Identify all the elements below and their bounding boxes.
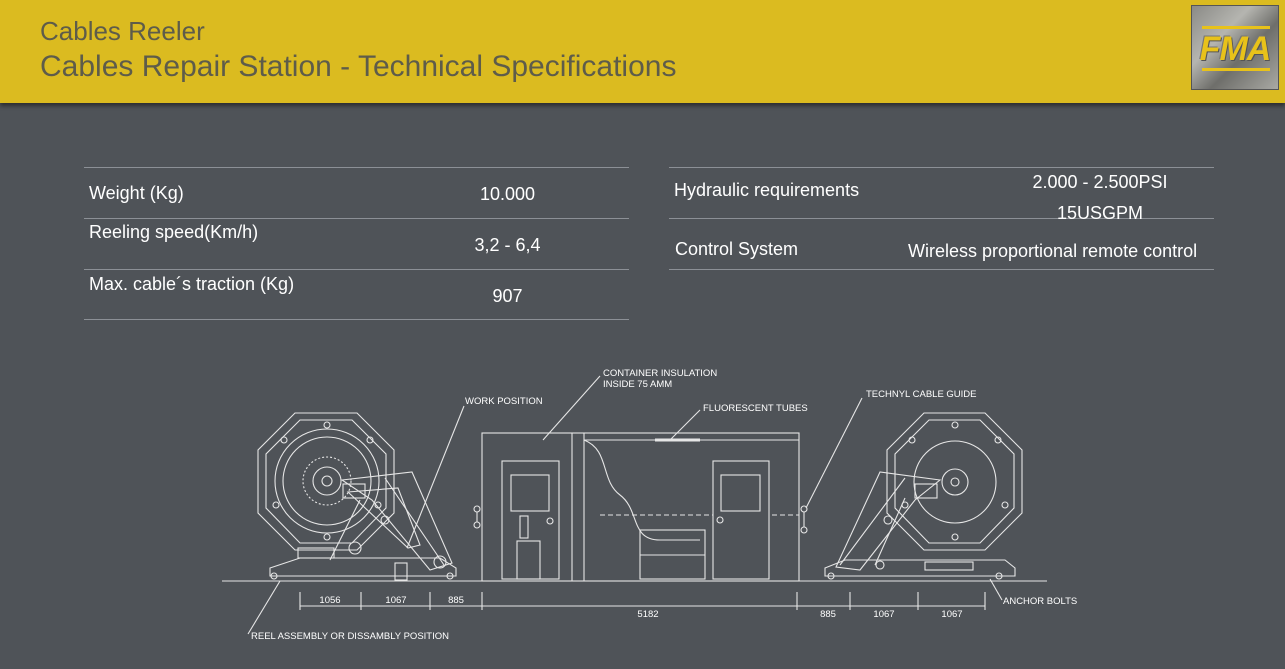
- table-rule: [669, 167, 1214, 168]
- table-rule: [84, 218, 629, 219]
- spec-label-max-traction: Max. cable´s traction (Kg): [89, 274, 295, 294]
- logo-stripe-bottom: [1202, 68, 1270, 71]
- drawing-lines: [222, 375, 1047, 635]
- label-container-insulation-2: INSIDE 75 AMM: [603, 379, 672, 390]
- logo-stripe-top: [1202, 26, 1270, 29]
- container-door-right: [712, 460, 770, 580]
- spec-value-max-traction: 907: [492, 286, 523, 306]
- left-reel-drum-inner: [282, 436, 372, 526]
- left-reel-octagon: [257, 412, 395, 551]
- left-reel-arm: [340, 471, 453, 571]
- spec-value-hydraulic-pressure: 2.000 - 2.500PSI: [1032, 172, 1168, 192]
- right-reel: [824, 412, 1023, 580]
- left-reel: [257, 412, 457, 581]
- dimension-label: 1067: [385, 595, 406, 606]
- dimension-labels: 1056 1067 885 5182 885 1067 1067: [319, 595, 962, 620]
- label-work-position: WORK POSITION: [465, 396, 543, 407]
- leader-lines: [247, 375, 1003, 635]
- container-cutaway: [583, 439, 700, 541]
- label-container-insulation-1: CONTAINER INSULATION: [603, 368, 717, 379]
- container: [481, 432, 800, 582]
- label-anchor-bolts: ANCHOR BOLTS: [1003, 596, 1077, 607]
- table-rule: [84, 167, 629, 168]
- table-rule: [84, 269, 629, 270]
- label-technyl-cable-guide: TECHNYL CABLE GUIDE: [866, 389, 977, 400]
- dimension-lines: [299, 592, 986, 610]
- dimension-label: 885: [820, 609, 836, 620]
- table-rule: [669, 218, 1214, 219]
- left-cable-guide: [473, 505, 481, 529]
- left-reel-axle: [321, 475, 333, 487]
- right-reel-arm: [835, 471, 942, 571]
- spec-label-weight: Weight (Kg): [89, 183, 184, 203]
- dimension-label: 1056: [319, 595, 340, 606]
- right-reel-hub: [941, 468, 969, 496]
- right-cable-guide: [800, 505, 808, 534]
- container-outline: [481, 432, 800, 582]
- page-title: Cables Reeler: [40, 16, 205, 46]
- right-reel-octagon-inner: [894, 419, 1015, 544]
- spec-label-reeling-speed: Reeling speed(Km/h): [89, 222, 259, 242]
- spec-label-control-system: Control System: [675, 239, 799, 259]
- left-reel-hub: [312, 466, 342, 496]
- right-reel-drum: [913, 440, 997, 524]
- right-reel-octagon: [886, 412, 1023, 551]
- fma-logo: FMA: [1191, 5, 1279, 90]
- dimension-label: 5182: [637, 609, 658, 620]
- spec-value-reeling-speed: 3,2 - 6,4: [474, 235, 541, 255]
- table-rule: [84, 319, 629, 320]
- right-reel-base: [824, 559, 1016, 577]
- dimension-label: 1067: [941, 609, 962, 620]
- label-reel-assembly: REEL ASSEMBLY OR DISSAMBLY POSITION: [251, 631, 449, 642]
- drawing-annotations: WORK POSITION CONTAINER INSULATION INSID…: [251, 368, 1077, 642]
- spec-label-hydraulic: Hydraulic requirements: [674, 180, 860, 200]
- label-fluorescent-tubes: FLUORESCENT TUBES: [703, 403, 808, 414]
- left-reel-drum: [274, 428, 380, 534]
- spec-value-hydraulic-flow: 15USGPM: [1056, 203, 1144, 223]
- page-subtitle: Cables Repair Station - Technical Specif…: [40, 50, 677, 83]
- spec-value-control-system: Wireless proportional remote control: [908, 241, 1198, 261]
- spec-value-weight: 10.000: [479, 184, 536, 204]
- table-rule: [669, 269, 1214, 270]
- dimension-label: 1067: [873, 609, 894, 620]
- logo-text: FMA: [1199, 30, 1272, 68]
- left-reel-gear: [302, 456, 352, 506]
- dimension-label: 885: [448, 595, 464, 606]
- header-bar: Cables Reeler Cables Repair Station - Te…: [0, 0, 1285, 103]
